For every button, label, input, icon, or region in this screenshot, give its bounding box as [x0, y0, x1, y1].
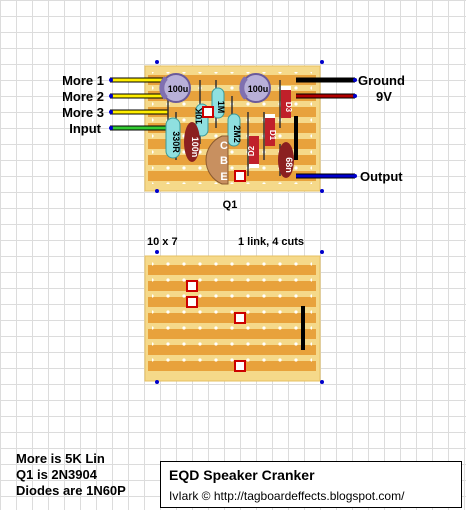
cut-marker-1: [186, 280, 198, 292]
title-box: EQD Speaker Cranker IvIark © http://tagb…: [160, 461, 462, 508]
cut-marker-3: [234, 312, 246, 324]
cap-100n: 100n: [184, 122, 200, 162]
diode-d2-label: D2: [247, 145, 256, 156]
resistor-1m-label: 1M: [216, 101, 226, 114]
label-more2: More 2: [62, 89, 104, 104]
label-input: Input: [69, 121, 101, 136]
diode-d3: D3: [281, 86, 293, 118]
resistor-1m: 1M: [211, 87, 226, 119]
cut-markers-top: [202, 106, 246, 182]
diode-d1: D1: [265, 114, 277, 146]
title-credit: IvIark © http://tagboardeffects.blogspot…: [169, 489, 405, 503]
pin-c-label: C: [220, 140, 228, 152]
diode-d2: D2: [247, 136, 259, 168]
pin-e-label: E: [220, 171, 227, 183]
note-q1: Q1 is 2N3904: [16, 467, 97, 482]
resistor-10k-label: 10K: [194, 107, 204, 124]
transistor-q1: C B E: [205, 135, 229, 185]
diode-d1-label: D1: [268, 130, 277, 141]
resistor-330r: 330R: [165, 117, 181, 159]
resistor-330r-label: 330R: [171, 131, 181, 153]
label-grid-size: 10 x 7: [147, 236, 178, 248]
label-ground: Ground: [358, 73, 405, 88]
cap-100u-left: 100u: [159, 73, 191, 103]
off-board-wires: [110, 77, 355, 179]
label-9v: 9V: [376, 89, 392, 104]
label-more3: More 3: [62, 105, 104, 120]
pin-b-label: B: [220, 155, 228, 167]
note-diodes: Diodes are 1N60P: [16, 483, 126, 498]
wire-end-dots: [109, 60, 357, 193]
label-more1: More 1: [62, 73, 104, 88]
label-q1: Q1: [223, 199, 238, 211]
cap-100u-left-label: 100u: [168, 84, 189, 94]
cut-marker-2: [186, 296, 198, 308]
cap-68n: 68n: [278, 142, 294, 178]
label-output: Output: [360, 169, 403, 184]
resistor-2m2: 2M2: [227, 113, 242, 147]
cap-100u-right-label: 100u: [248, 84, 269, 94]
hole-grid-bottom: [152, 262, 312, 374]
cap-100n-label: 100n: [190, 137, 200, 158]
cap-68n-label: 68n: [284, 157, 294, 173]
label-links-cuts: 1 link, 4 cuts: [238, 236, 304, 248]
cap-100u-right: 100u: [239, 73, 271, 103]
title-name: EQD Speaker Cranker: [169, 467, 315, 483]
cut-marker-4: [234, 360, 246, 372]
bottom-board: [144, 250, 324, 384]
resistor-2m2-label: 2M2: [232, 125, 242, 143]
note-more: More is 5K Lin: [16, 451, 105, 466]
diode-d3-label: D3: [284, 102, 293, 113]
